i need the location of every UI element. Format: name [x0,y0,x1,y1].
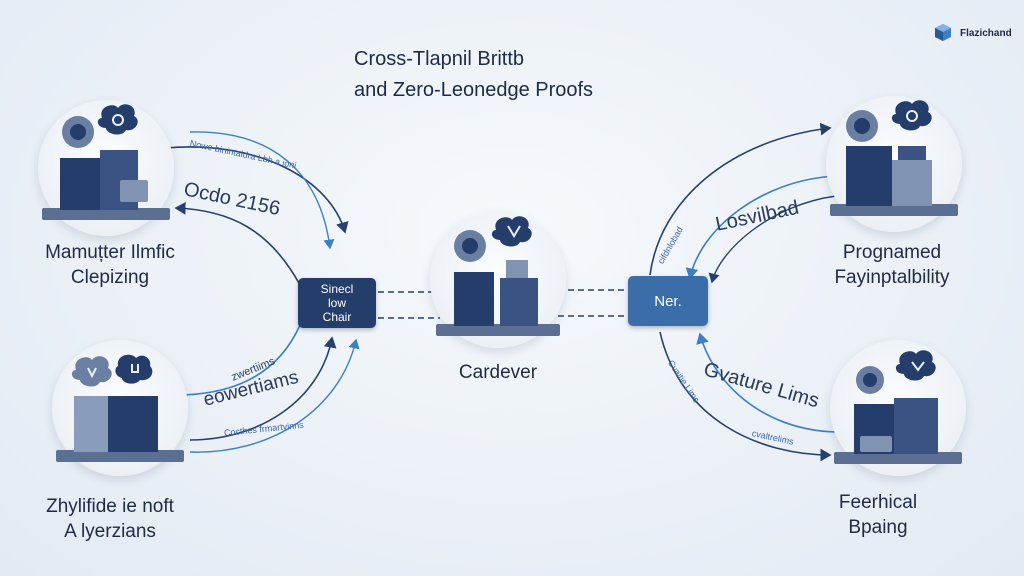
node-bottom-right-line-1: Feerhical [838,492,918,513]
chip-left: Sinecl low Chair [298,278,376,328]
node-bottom-right-line-2: Bpaing [848,517,908,538]
node-bottom-left-line-2: A lyerzians [64,521,156,542]
arrow-top-right-inner [685,175,837,280]
node-bottom-right [830,340,966,476]
brand-name: Flazichand [960,27,1012,39]
node-top-left [38,100,174,236]
node-top-right-line-1: Prognamed [842,242,942,263]
node-bottom-left-label: Zhylifide ie noft A lyerzians [10,494,210,544]
node-center-line-1: Cardever [458,362,538,383]
chip-left-line-3: Chair [322,310,352,324]
chip-right: Ner. [628,276,708,326]
server-person-icon [42,104,170,220]
brand-logo: Flazichand [932,22,1012,44]
arrow-bottom-right-outer [659,331,832,462]
title-line-2: and Zero-Leonedge Proofs [354,79,594,101]
node-bottom-left [52,340,188,476]
node-top-right-line-2: Fayinptalbility [834,267,950,288]
arrow-bottom-left-blue [189,338,360,453]
chip-right-line-1: Ner. [654,292,682,310]
server-person-icon [834,350,962,464]
arrow-top-left-blue [189,131,335,250]
arrow-top-right-mid [708,195,837,284]
arrow-bottom-left-outer [174,324,301,402]
chip-left-line-1: Sinecl [320,282,354,296]
arrow-top-left-outer [165,146,349,234]
cube-logo-icon [935,24,951,41]
server-person-icon [56,354,184,462]
node-center [430,212,566,348]
page-title: Cross-Tlapnil Brittb and Zero-Leonedge P… [354,44,714,106]
node-top-left-label: Mamuțter Ilmfic Clepizing [10,240,210,290]
node-bottom-left-line-1: Zhylifide ie noft [46,496,174,517]
node-bottom-right-label: Feerhical Bpaing [778,490,978,540]
arrow-top-left-inner [174,201,301,286]
node-center-label: Cardever [398,360,598,385]
node-top-right [826,96,962,232]
arrow-bottom-left-inner [189,336,337,441]
arrow-bottom-right-inner [696,332,837,433]
server-person-icon [436,216,560,336]
server-person-icon [830,100,958,216]
node-top-left-line-1: Mamuțter Ilmfic [45,242,175,263]
node-top-right-label: Prognamed Fayinptalbility [792,240,992,290]
arrow-top-right-outer [649,122,832,276]
node-top-left-line-2: Clepizing [70,267,150,288]
title-line-1: Cross-Tlapnil Brittb [354,48,525,70]
chip-left-line-2: low [327,296,346,310]
